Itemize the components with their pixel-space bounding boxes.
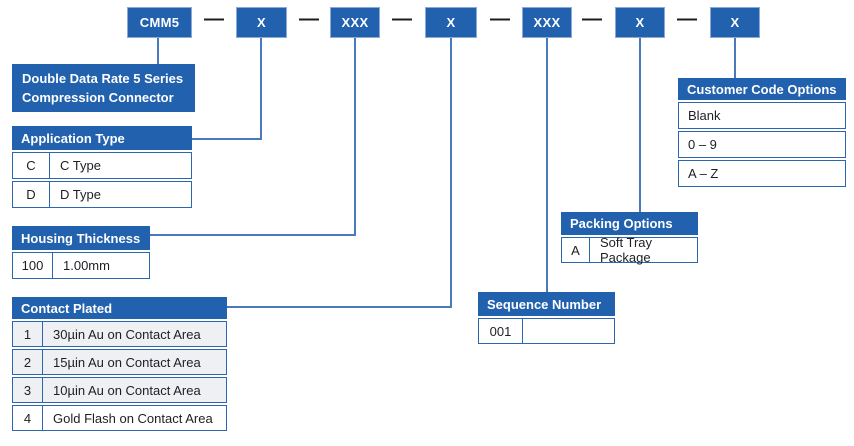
connector-line-plating: [450, 38, 452, 308]
connector-line-series: [157, 38, 159, 64]
series-description-line2: Compression Connector: [22, 90, 174, 105]
table-row: 1 30µin Au on Contact Area: [12, 321, 227, 347]
series-description-box: Double Data Rate 5 Series Compression Co…: [12, 64, 195, 112]
table-cell-code: 1: [13, 322, 43, 346]
part-number-box-housing: XXX: [330, 7, 380, 38]
separator-dash: —: [392, 7, 412, 30]
customer-code-options-header: Customer Code Options: [678, 78, 846, 100]
table-cell-code: 4: [13, 406, 43, 430]
table-row: A – Z: [678, 160, 846, 187]
table-row: D D Type: [12, 181, 192, 208]
table-row: C C Type: [12, 152, 192, 179]
table-cell-code: 001: [479, 319, 523, 343]
housing-thickness-header: Housing Thickness: [12, 226, 150, 250]
table-cell-code: C: [13, 153, 50, 178]
table-cell-code: D: [13, 182, 50, 207]
table-cell-code: 100: [13, 253, 53, 278]
part-number-box-plating: X: [425, 7, 477, 38]
table-cell-desc: [523, 319, 614, 343]
part-number-box-sequence: XXX: [522, 7, 572, 38]
table-cell-desc: Gold Flash on Contact Area: [53, 410, 213, 426]
table-cell-code: A: [562, 238, 590, 262]
table-cell-desc: D Type: [60, 187, 101, 202]
connector-line-housing: [354, 38, 356, 236]
connector-line-packing: [639, 38, 641, 212]
table-row: Blank: [678, 102, 846, 129]
table-row: 3 10µin Au on Contact Area: [12, 377, 227, 403]
table-cell-desc: Soft Tray Package: [600, 235, 653, 265]
contact-plated-header: Contact Plated: [12, 297, 227, 319]
table-row: 001: [478, 318, 615, 344]
table-cell-option: Blank: [688, 108, 721, 123]
table-cell-code: 3: [13, 378, 43, 402]
table-cell-desc: C Type: [60, 158, 101, 173]
connector-line-sequence: [546, 38, 548, 292]
part-number-box-packing: X: [615, 7, 665, 38]
part-number-box-series: CMM5: [127, 7, 192, 38]
table-cell-desc: 15µin Au on Contact Area: [53, 354, 201, 370]
separator-dash: —: [204, 7, 224, 30]
sequence-number-header: Sequence Number: [478, 292, 615, 316]
connector-line-housing: [149, 234, 356, 236]
connector-line-application: [191, 138, 262, 140]
table-cell-code: 2: [13, 350, 43, 374]
part-number-box-application: X: [236, 7, 287, 38]
table-row: 100 1.00mm: [12, 252, 150, 279]
table-cell-desc: 1.00mm: [63, 258, 110, 273]
table-row: A Soft Tray Package: [561, 235, 698, 265]
table-cell-option: 0 – 9: [688, 137, 717, 152]
application-type-header: Application Type: [12, 126, 192, 150]
separator-dash: —: [299, 7, 319, 30]
table-cell-option: A – Z: [688, 166, 719, 181]
table-row: 4 Gold Flash on Contact Area: [12, 405, 227, 431]
separator-dash: —: [582, 7, 602, 30]
packing-options-header: Packing Options: [561, 212, 698, 235]
part-number-box-customer: X: [710, 7, 760, 38]
series-description-line1: Double Data Rate 5 Series: [22, 71, 184, 86]
separator-dash: —: [677, 7, 697, 30]
separator-dash: —: [490, 7, 510, 30]
table-row: 0 – 9: [678, 131, 846, 158]
connector-line-customer: [734, 38, 736, 78]
connector-line-plating: [226, 306, 452, 308]
table-row: 2 15µin Au on Contact Area: [12, 349, 227, 375]
table-cell-desc: 30µin Au on Contact Area: [53, 326, 201, 342]
table-cell-desc: 10µin Au on Contact Area: [53, 382, 201, 398]
connector-line-application: [260, 38, 262, 140]
